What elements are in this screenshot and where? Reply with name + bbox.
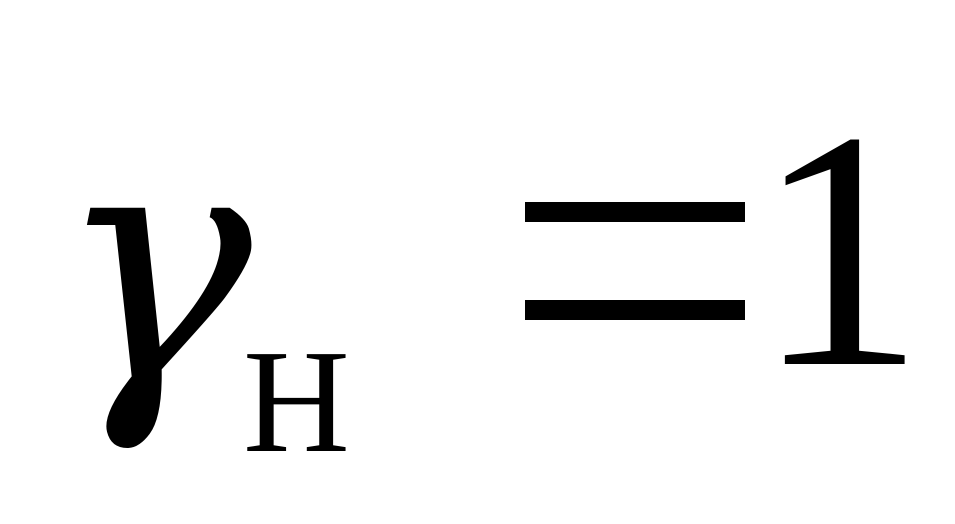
formula-symbol: γ: [55, 73, 253, 457]
equals-sign: [525, 202, 745, 322]
equals-top-bar: [525, 202, 745, 222]
equals-bottom-bar: [525, 300, 745, 320]
formula-value: 1: [755, 61, 925, 438]
formula-subscript: Н: [243, 320, 350, 484]
